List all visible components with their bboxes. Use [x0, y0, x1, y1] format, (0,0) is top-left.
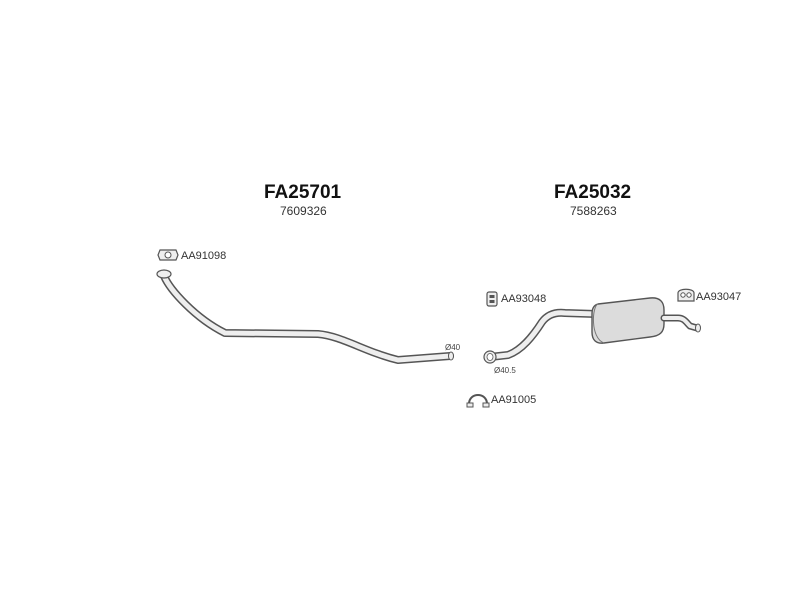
- rear-rubber-hanger-icon: [677, 288, 695, 302]
- front-pipe-code: FA25701: [264, 182, 342, 203]
- tail-pipe-end: [695, 323, 701, 333]
- front-pipe-outlet: [448, 351, 454, 361]
- mid-rubber-hanger-label: AA93048: [501, 293, 547, 305]
- rear-rubber-hanger-label: AA93047: [696, 291, 742, 303]
- gasket-icon: [157, 249, 179, 261]
- rear-section-oe-number: 7588263: [570, 204, 617, 218]
- front-pipe-oe-number: 7609326: [280, 204, 327, 218]
- rear-pipe-inlet-diameter: Ø40.5: [494, 366, 516, 375]
- front-pipe: [156, 269, 454, 364]
- front-pipe-outlet-diameter: Ø40: [445, 343, 461, 352]
- front-gasket-label: AA91098: [181, 250, 227, 262]
- muffler-body: [591, 297, 665, 344]
- rear-pipe-muffler: [483, 297, 701, 364]
- front-pipe-flange: [156, 269, 172, 279]
- rear-section-code: FA25032: [554, 182, 632, 203]
- clamp-label: AA91005: [491, 394, 537, 406]
- mid-rubber-hanger-icon: [486, 291, 498, 307]
- clamp-icon: [466, 394, 490, 408]
